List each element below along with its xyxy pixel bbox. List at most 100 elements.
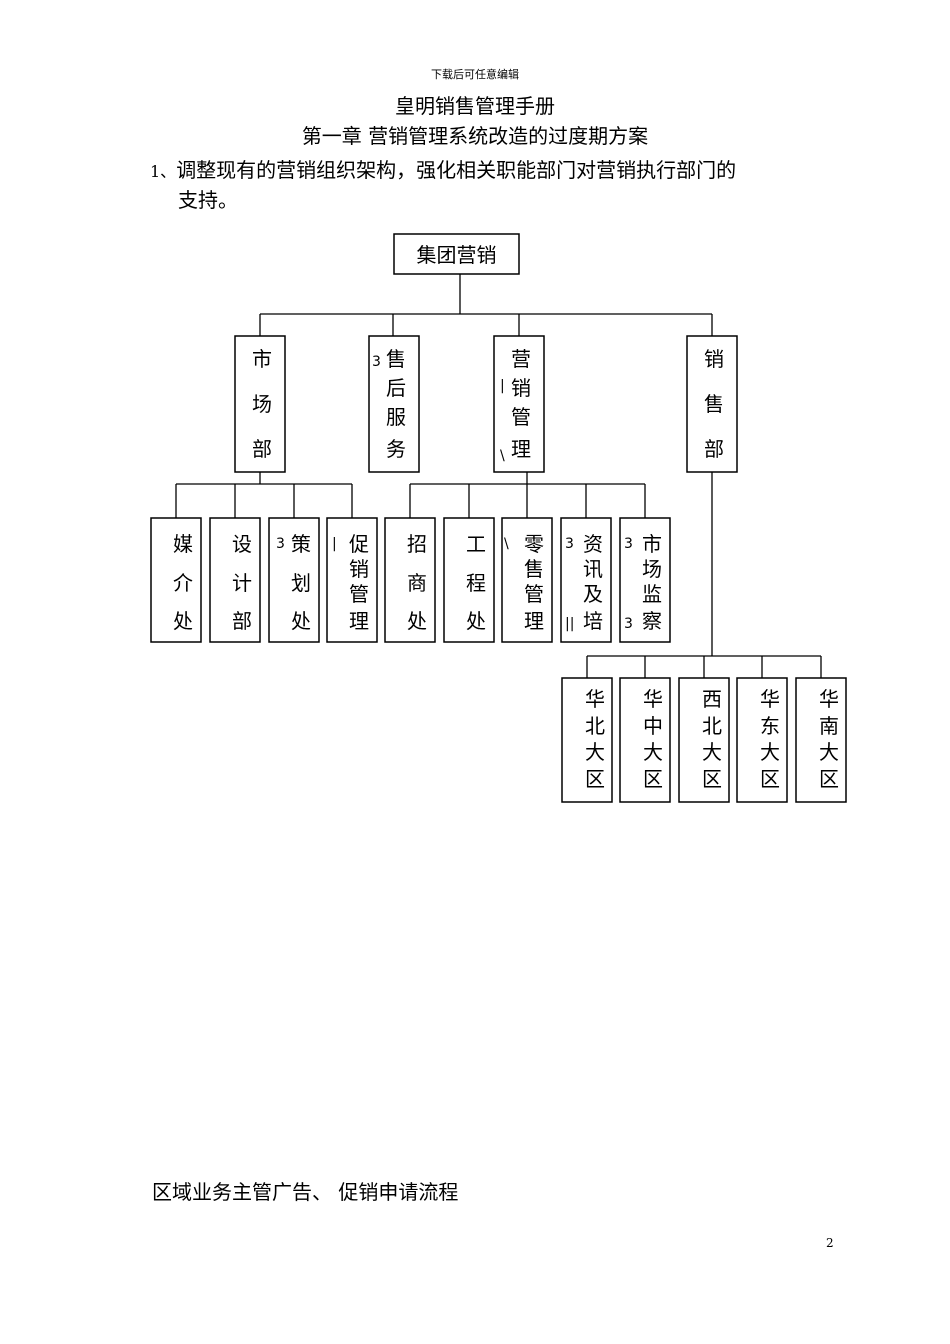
mgmt-unit-1-char-1: 招 (407, 532, 427, 556)
region-3-char-1: 西 (702, 687, 722, 711)
region-box-4 (736, 677, 788, 803)
mgmt-unit-5-char-3: 监 (642, 582, 662, 606)
dept-2-char-4: 务 (386, 437, 406, 461)
mgmt-unit-box-5 (619, 517, 671, 643)
document-title: 皇明销售管理手册 (395, 94, 555, 118)
market-unit-4-char-1: 促 (349, 532, 369, 556)
region-5-char-1: 华 (819, 687, 839, 711)
mgmt-unit-4-char-4: 培 (583, 609, 603, 633)
market-unit-box-2 (209, 517, 261, 643)
market-unit-box-4 (326, 517, 378, 643)
dept-1-char-3: 部 (252, 437, 272, 461)
region-1-char-4: 区 (585, 767, 605, 791)
dept-1-char-2: 场 (252, 392, 272, 416)
region-3-char-4: 区 (702, 767, 722, 791)
market-unit-1-char-3: 处 (173, 609, 193, 633)
mgmt-unit-1-char-2: 商 (407, 571, 427, 595)
mgmt-unit-box-4 (560, 517, 612, 643)
region-2-char-1: 华 (643, 687, 663, 711)
dept-4-char-1: 销 (704, 347, 724, 371)
dept-3-char-1: 营 (511, 347, 531, 371)
dept-3-char-4: 理 (511, 437, 531, 461)
region-3-char-3: 大 (702, 740, 722, 764)
mgmt-unit-box-2 (443, 517, 495, 643)
region-2-char-2: 中 (643, 714, 663, 738)
mgmt-unit-3-char-4: 理 (524, 609, 544, 633)
mgmt-unit-5-char-1: 市 (642, 532, 662, 556)
mgmt-unit-5-char-4: 察 (642, 609, 662, 633)
mgmt-unit-1-char-3: 处 (407, 609, 427, 633)
page-number: 2 (826, 1236, 834, 1250)
mgmt-unit-5-char-2: 场 (642, 557, 662, 581)
market-unit-4-char-3: 管 (349, 582, 369, 606)
market-unit-2-char-3: 部 (232, 609, 252, 633)
market-unit-box-3 (268, 517, 320, 643)
region-5-char-2: 南 (819, 714, 839, 738)
region-box-5 (795, 677, 847, 803)
market-unit-1-char-1: 媒 (173, 532, 193, 556)
dept-box-1 (234, 335, 286, 473)
stray-mark-10: 3 (624, 616, 633, 632)
market-unit-3-char-3: 处 (291, 609, 311, 633)
point-1-text-line1: 调整现有的营销组织架构，强化相关职能部门对营销执行部门的 (176, 158, 737, 182)
stray-mark-1: 3 (372, 354, 381, 370)
region-box-3 (678, 677, 730, 803)
point-1-text-line2: 支持。 (178, 188, 238, 212)
region-box-2 (619, 677, 671, 803)
stray-mark-9: 3 (624, 536, 633, 552)
stray-mark-3: \ (500, 448, 505, 464)
region-4-char-3: 大 (760, 740, 780, 764)
mgmt-unit-4-char-3: 及 (583, 582, 603, 606)
market-unit-4-char-4: 理 (349, 609, 369, 633)
market-unit-box-1 (150, 517, 202, 643)
mgmt-unit-4-char-1: 资 (583, 532, 603, 556)
region-5-char-3: 大 (819, 740, 839, 764)
stray-mark-5: | (332, 536, 337, 552)
dept-box-3 (493, 335, 545, 473)
dept-2-char-1: 售 (386, 347, 406, 371)
mgmt-unit-4-char-2: 讯 (583, 557, 603, 581)
mgmt-unit-2-char-2: 程 (466, 571, 486, 595)
region-1-char-2: 北 (585, 714, 605, 738)
region-1-char-1: 华 (585, 687, 605, 711)
mgmt-unit-3-char-2: 售 (524, 557, 544, 581)
mgmt-unit-box-1 (384, 517, 436, 643)
region-2-char-4: 区 (643, 767, 663, 791)
stray-mark-8: || (565, 616, 574, 632)
dept-box-2 (368, 335, 420, 473)
market-unit-1-char-2: 介 (173, 571, 193, 595)
org-root-label: 集团营销 (417, 243, 497, 267)
chapter-title: 第一章 营销管理系统改造的过度期方案 (301, 124, 649, 148)
region-4-char-4: 区 (760, 767, 780, 791)
dept-4-char-2: 售 (704, 392, 724, 416)
region-3-char-2: 北 (702, 714, 722, 738)
market-unit-3-char-2: 划 (291, 571, 311, 595)
org-chart-boxes: 集团营销市场部售后服务营销管理销售部媒介处设计部策划处促销管理招商处工程处零售管… (150, 233, 847, 803)
market-unit-2-char-1: 设 (232, 532, 252, 556)
region-4-char-1: 华 (760, 687, 780, 711)
dept-2-char-2: 后 (386, 376, 406, 400)
org-chart-connectors (175, 274, 822, 678)
stray-mark-2: | (500, 378, 505, 394)
flow-section-title: 区域业务主管广告、 促销申请流程 (152, 1180, 459, 1204)
region-1-char-3: 大 (585, 740, 605, 764)
dept-1-char-1: 市 (252, 347, 272, 371)
market-unit-2-char-2: 计 (232, 571, 252, 595)
mgmt-unit-3-char-3: 管 (524, 582, 544, 606)
market-unit-4-char-2: 销 (349, 557, 369, 581)
dept-4-char-3: 部 (704, 437, 724, 461)
market-unit-3-char-1: 策 (291, 532, 311, 556)
dept-2-char-3: 服 (386, 405, 406, 429)
region-4-char-2: 东 (760, 714, 780, 738)
mgmt-unit-2-char-1: 工 (466, 532, 486, 556)
point-1-paragraph: 1、调整现有的营销组织架构，强化相关职能部门对营销执行部门的 支持。 (150, 156, 850, 214)
stray-mark-4: 3 (276, 536, 285, 552)
dept-box-4 (686, 335, 738, 473)
point-1-number: 1、 (150, 162, 177, 181)
mgmt-unit-2-char-3: 处 (466, 609, 486, 633)
dept-3-char-3: 管 (511, 405, 531, 429)
mgmt-unit-box-3 (501, 517, 553, 643)
region-2-char-3: 大 (643, 740, 663, 764)
stray-mark-6: \ (504, 536, 509, 552)
